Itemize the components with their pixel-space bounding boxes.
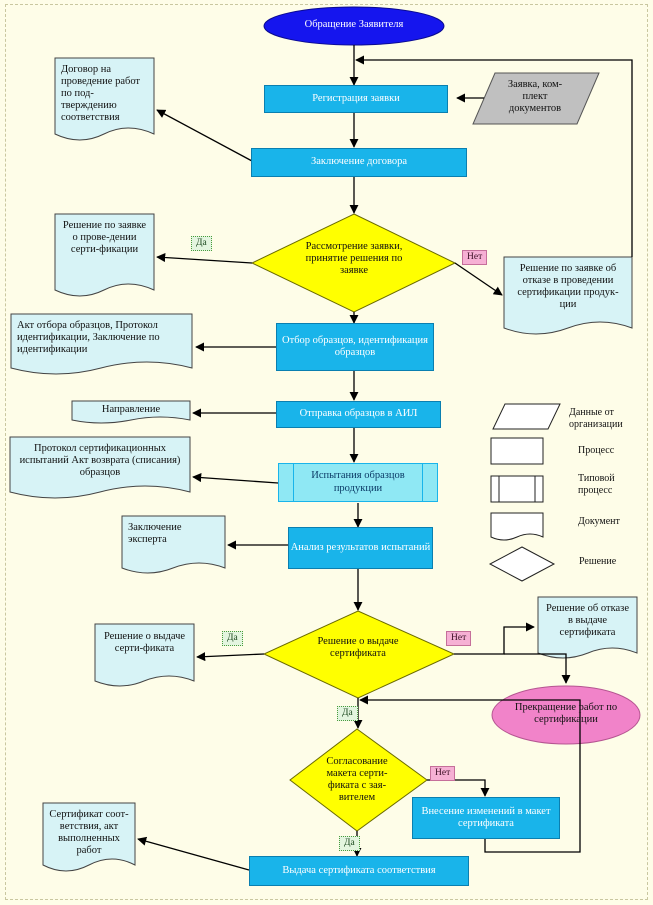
input-docs-shape (472, 72, 600, 125)
legend-typical-shape (490, 475, 544, 503)
doc-test-protocol: Протокол сертификационных испытаний Акт … (19, 443, 181, 479)
doc-sampling: Акт отбора образцов, Протокол идентифика… (17, 320, 160, 356)
decision-review-label: Рассмотрение заявки, принятие решения по… (305, 241, 403, 277)
tag-layout-no: Нет (430, 766, 456, 781)
doc-expert: Заключение эксперта (128, 522, 182, 546)
doc-test-protocol-shape (9, 436, 191, 499)
legend-decision-label: Решение (579, 556, 617, 567)
doc-direction-shape (71, 400, 191, 424)
doc-cert-yes-shape (94, 623, 195, 687)
tag-certificate-no: Нет (446, 631, 472, 646)
tag-certificate-yes-down: Да (337, 706, 358, 721)
doc-sampling-shape (10, 313, 193, 375)
doc-contract-shape (54, 57, 155, 141)
process-issue: Выдача сертификата соответствия (249, 856, 469, 886)
doc-contract: Договор на проведение работ по под-тверж… (61, 64, 141, 124)
doc-cert-no: Решение об отказе в выдаче сертификата (546, 603, 629, 639)
doc-review-no: Решение по заявке об отказе в проведении… (517, 263, 619, 311)
tag-layout-yes: Да (339, 836, 360, 851)
doc-cert-yes: Решение о выдаче серти-фиката (103, 631, 186, 655)
end-label: Прекращение работ по сертификации (514, 702, 618, 726)
diagram-frame (5, 4, 648, 900)
doc-review-no-shape (503, 256, 633, 335)
legend-process-label: Процесс (578, 445, 615, 456)
start-label: Обращение Заявителя (304, 19, 404, 30)
process-testing: Испытания образцов продукции (278, 463, 438, 502)
doc-review-yes: Решение по заявке о прове-дении серти-фи… (62, 220, 147, 256)
doc-direction: Направление (101, 404, 161, 415)
doc-review-yes-shape (54, 213, 155, 297)
input-docs-label: Заявка, ком-плект документов (507, 79, 563, 115)
process-analysis: Анализ результатов испытаний (288, 527, 433, 569)
tag-review-no: Нет (462, 250, 488, 265)
decision-layout-label: Согласование макета серти-фиката с зая-в… (326, 756, 388, 804)
tag-review-yes: Да (191, 236, 212, 251)
legend-document-shape (490, 512, 544, 541)
process-changes: Внесение изменений в макет сертификата (412, 797, 560, 839)
doc-expert-shape (121, 515, 226, 574)
legend-typical-label: Типовой процесс (578, 473, 615, 496)
legend-decision-shape (488, 546, 556, 582)
legend-document-label: Документ (578, 516, 620, 527)
process-registration: Регистрация заявки (264, 85, 448, 113)
doc-cert-no-shape (537, 596, 638, 659)
process-sending: Отправка образцов в АИЛ (276, 401, 441, 428)
process-contract: Заключение договора (251, 148, 467, 177)
doc-final-shape (42, 802, 136, 872)
legend-process-shape (490, 437, 544, 465)
doc-final: Сертификат соот-ветствия, акт выполненны… (49, 809, 129, 857)
legend-input-label: Данные от организации (569, 407, 623, 430)
tag-certificate-yes: Да (222, 631, 243, 646)
legend-input-shape (492, 403, 561, 430)
process-sampling: Отбор образцов, идентификация образцов (276, 323, 434, 371)
decision-certificate-label: Решение о выдаче сертификата (317, 636, 399, 660)
